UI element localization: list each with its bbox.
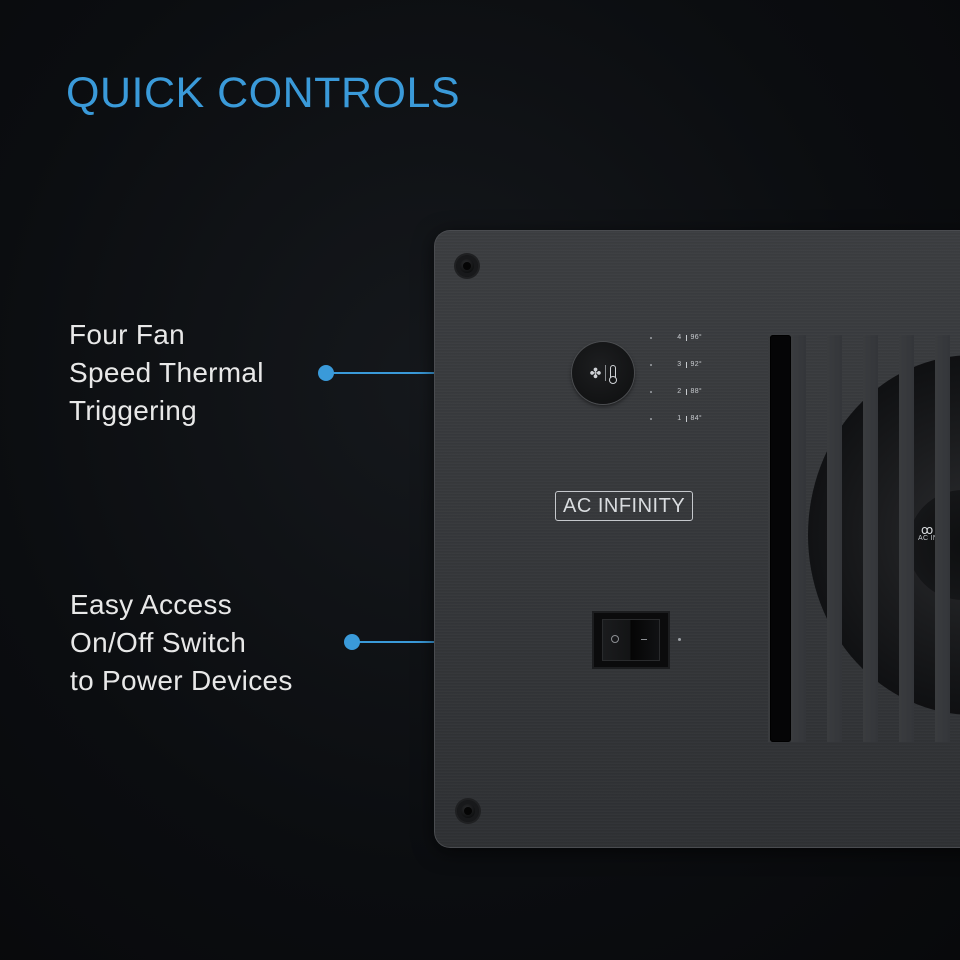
indicator-dot: [678, 638, 681, 641]
speed-level-scale: 4 96° 3 92° 2 88° 1 84°: [650, 324, 702, 432]
level-temp: 84°: [690, 415, 702, 422]
vent-bar: [827, 335, 842, 742]
level-temp: 96°: [690, 334, 702, 341]
callout-power-switch: Easy Access On/Off Switch to Power Devic…: [70, 586, 293, 700]
vent-bar: [791, 335, 806, 742]
level-number: 3: [677, 361, 682, 368]
thermometer-icon: [609, 365, 618, 384]
fan-speed-knob[interactable]: ✤: [572, 342, 634, 404]
callout-line: Triggering: [69, 395, 198, 426]
callout-line: Speed Thermal: [69, 357, 264, 388]
screw-icon: [457, 800, 479, 822]
level-tick: [650, 417, 652, 420]
on-symbol-icon: [641, 639, 647, 640]
level-tick: [650, 363, 652, 366]
speed-level-row: 1 84°: [650, 405, 702, 432]
power-switch[interactable]: [592, 611, 670, 669]
level-temp: 88°: [690, 388, 702, 395]
vent-bar: [863, 335, 878, 742]
vent-bar: [899, 335, 914, 742]
brand-logo: AC INFINITY: [555, 491, 694, 521]
callout-line: Four Fan: [69, 319, 185, 350]
ac-logo-icon: ꝏ: [921, 523, 934, 537]
level-tick: [650, 336, 652, 339]
level-tick: [650, 390, 652, 393]
off-symbol-icon: [611, 635, 619, 643]
fan-icon: ✤: [589, 365, 602, 381]
callout-line: to Power Devices: [70, 665, 293, 696]
device-panel: ✤ 4 96° 3 92° 2 88° 1 84° AC INFI: [434, 230, 960, 848]
fan-hub-label: AC INFI: [918, 535, 945, 542]
screw-icon: [456, 255, 478, 277]
level-number: 1: [677, 415, 682, 422]
level-number: 2: [677, 388, 682, 395]
level-bar: [685, 415, 687, 422]
callout-fan-speed: Four Fan Speed Thermal Triggering: [69, 316, 264, 430]
speed-level-row: 2 88°: [650, 378, 702, 405]
callout-line: Easy Access: [70, 589, 233, 620]
speed-level-row: 4 96°: [650, 324, 702, 351]
level-bar: [685, 361, 687, 368]
level-bar: [685, 388, 687, 395]
vent-bar: [935, 335, 950, 742]
level-temp: 92°: [690, 361, 702, 368]
vent-slot: [770, 335, 791, 742]
speed-level-row: 3 92°: [650, 351, 702, 378]
page-title: QUICK CONTROLS: [66, 69, 461, 117]
level-bar: [685, 334, 687, 341]
callout-line: On/Off Switch: [70, 627, 247, 658]
fan-vent-grille: ꝏ AC INFI: [768, 335, 960, 742]
divider: [605, 365, 607, 381]
rocker-toggle[interactable]: [602, 619, 660, 661]
level-number: 4: [677, 334, 682, 341]
